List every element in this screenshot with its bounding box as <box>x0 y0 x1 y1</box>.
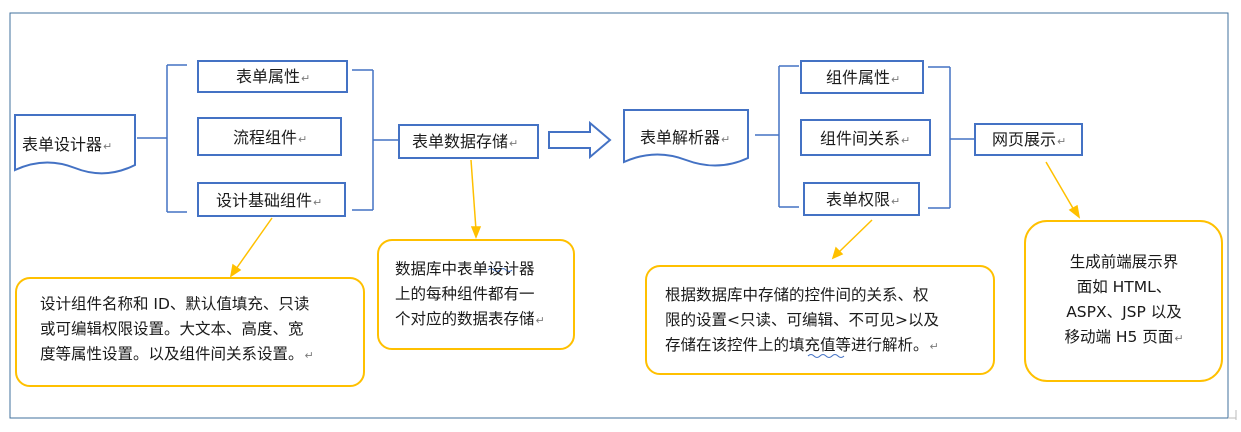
parser-note: 根据数据库中存储的控件间的关系、权 限的设置<只读、可编辑、不可见>以及 存储在… <box>665 283 939 359</box>
parser-label: 表单解析器↵ <box>640 128 731 147</box>
storage-note: 数据库中表单设计器 上的每种组件都有一 个对应的数据表存储↵ <box>395 257 545 333</box>
display-note-box <box>1024 220 1223 382</box>
brace-left-2 <box>755 65 799 208</box>
designer-note-line: 度等属性设置。以及组件间关系设置。↵ <box>40 345 314 363</box>
storage-box <box>398 124 539 159</box>
designer-shape <box>14 114 136 175</box>
component-props-label: 组件属性↵ <box>826 68 901 87</box>
parser-note-line: 根据数据库中存储的控件间的关系、权 <box>665 286 929 304</box>
parser-note-box <box>645 265 995 375</box>
designer-note-line: 设计组件名称和 ID、默认值填充、只读 <box>40 295 310 313</box>
display-note-line: 生成前端展示界 <box>1069 253 1179 271</box>
basic-components-box <box>197 182 346 217</box>
form-permissions-box <box>803 182 920 216</box>
parser-note-line: 存储在该控件上的填充值等进行解析。↵ <box>665 336 939 354</box>
web-display-label: 网页展示↵ <box>992 130 1067 149</box>
parser-shape <box>623 109 749 167</box>
parser-note-line: 限的设置<只读、可编辑、不可见>以及 <box>665 311 939 329</box>
form-props-label: 表单属性↵ <box>236 67 311 86</box>
display-note: 生成前端展示界 面如 HTML、 ASPX、JSP 以及 移动端 H5 页面↵ <box>1040 250 1208 351</box>
storage-label: 表单数据存储↵ <box>412 132 519 151</box>
storage-note-box <box>377 239 575 350</box>
component-relations-box <box>800 119 931 156</box>
storage-note-line: 数据库中表单设计器 <box>395 260 535 278</box>
underline-mark-2 <box>807 354 845 358</box>
designer-note-box <box>15 277 365 387</box>
web-display-box <box>974 123 1083 156</box>
basic-components-label: 设计基础组件↵ <box>216 191 323 210</box>
flow-component-box <box>197 117 342 156</box>
designer-label: 表单设计器↵ <box>22 135 113 154</box>
underline-mark-1 <box>487 268 513 272</box>
callout-arrows <box>229 159 1081 278</box>
component-props-box <box>800 60 924 94</box>
display-note-line: ASPX、JSP 以及 <box>1066 303 1182 321</box>
outer-frame <box>9 12 1229 419</box>
flow-component-label: 流程组件↵ <box>233 128 308 147</box>
form-props-box <box>197 60 348 93</box>
storage-note-line: 个对应的数据表存储↵ <box>395 310 545 328</box>
designer-note-line: 或可编辑权限设置。大文本、高度、宽 <box>40 320 304 338</box>
brace-right-1 <box>352 69 398 211</box>
display-note-line: 移动端 H5 页面↵ <box>1064 328 1184 346</box>
form-permissions-label: 表单权限↵ <box>826 190 901 209</box>
brace-right-2 <box>928 66 974 209</box>
designer-note: 设计组件名称和 ID、默认值填充、只读 或可编辑权限设置。大文本、高度、宽 度等… <box>40 292 314 368</box>
storage-note-line: 上的每种组件都有一 <box>395 285 535 303</box>
component-relations-label: 组件间关系↵ <box>820 129 911 148</box>
flow-arrow <box>548 120 612 160</box>
brace-left-1 <box>137 64 187 213</box>
display-note-line: 面如 HTML、 <box>1076 278 1172 296</box>
